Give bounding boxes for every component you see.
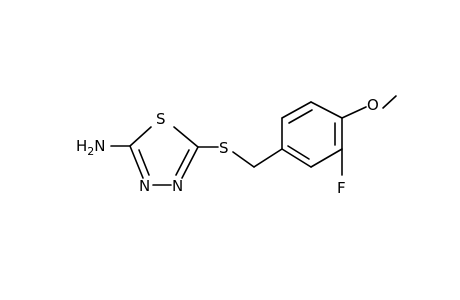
- ring-nitrogen-left-label: N: [139, 177, 150, 195]
- bond-ch2-ring: [253, 148, 283, 168]
- thioether-linker: [197, 146, 283, 168]
- bond-c5-c6: [310, 148, 343, 168]
- bond-ring-oxygen: [341, 106, 367, 119]
- bond-s-ch2: [232, 151, 255, 168]
- bond-n4-c5-inner: [175, 149, 190, 176]
- bond-oxygen-methyl: [382, 95, 397, 109]
- bond-n4-c5: [181, 146, 199, 179]
- bond-c3-c4: [310, 101, 343, 119]
- bond-c6-c1-inner: [287, 145, 310, 160]
- thiadiazole-ring: [129, 126, 199, 186]
- fluorine-label: F: [337, 179, 346, 197]
- amine-label: H2N: [76, 137, 106, 158]
- amine-subscript: 2: [87, 145, 94, 158]
- amine-hydrogen: H: [76, 137, 87, 155]
- amine-nitrogen: N: [94, 137, 105, 155]
- bond-c2-n3-inner: [138, 149, 150, 176]
- bond-c2-n3: [129, 145, 144, 179]
- thioether-sulfur-label: S: [219, 139, 229, 157]
- ring-nitrogen-right-label: N: [172, 177, 183, 195]
- bond-c2-c3: [281, 101, 312, 119]
- bond-s1-c5: [173, 126, 199, 148]
- bond-c2-c3-inner: [288, 109, 313, 124]
- benzene-ring: [281, 101, 343, 168]
- methoxy-oxygen-label: O: [367, 96, 379, 114]
- ring-sulfur-label: S: [156, 110, 166, 128]
- bond-c6-c1: [281, 148, 312, 168]
- bond-c2-s1: [129, 126, 152, 147]
